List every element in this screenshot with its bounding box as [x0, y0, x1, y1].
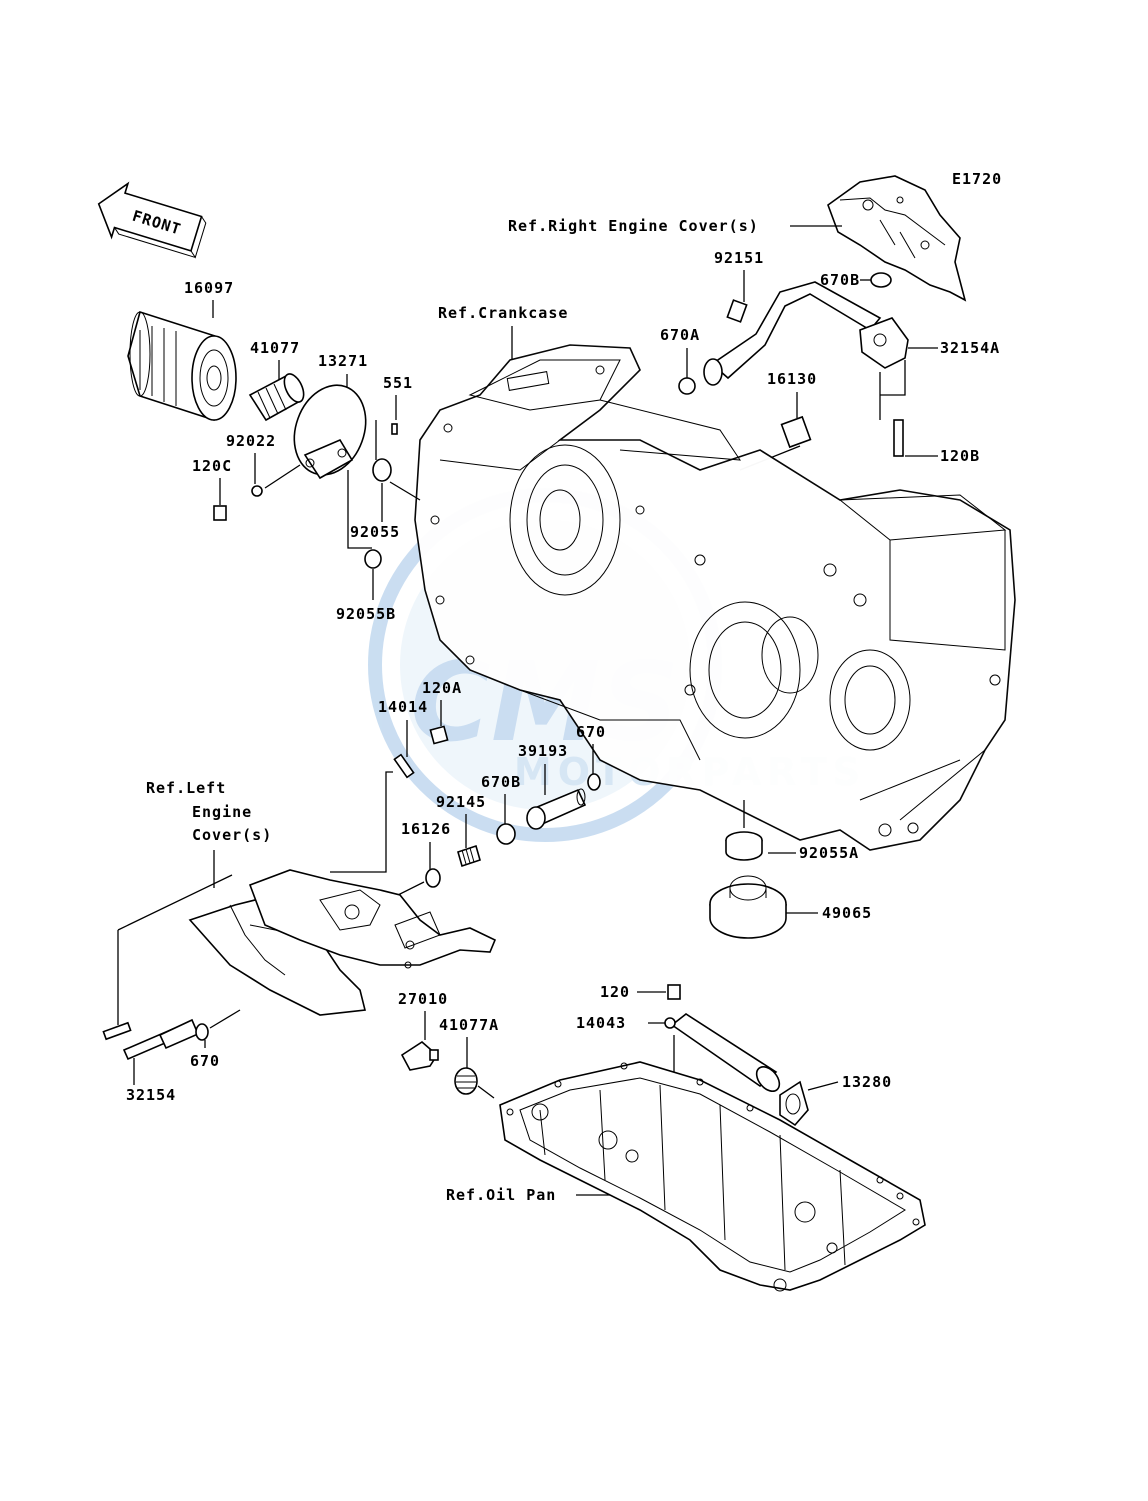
- label-670-mid: 670: [576, 723, 606, 741]
- label-670B-mid: 670B: [481, 773, 521, 791]
- pipe-41077: [248, 373, 305, 422]
- plate-13280: [779, 1080, 809, 1127]
- label-92055: 92055: [350, 523, 400, 541]
- strainer-49065: [709, 875, 787, 939]
- ref-oil-pan: Ref.Oil Pan: [446, 1186, 556, 1204]
- label-32154A: 32154A: [940, 339, 1000, 357]
- spring-92145: [457, 844, 481, 868]
- ref-left-cover-3: Cover(s): [192, 826, 272, 844]
- front-arrow-icon: FRONT: [97, 181, 207, 259]
- label-670A: 670A: [660, 326, 700, 344]
- label-49065: 49065: [822, 904, 872, 922]
- ref-left-cover-1: Ref.Left: [146, 779, 226, 797]
- ref-crankcase: Ref.Crankcase: [438, 304, 568, 322]
- pump-cover-13271: [293, 384, 367, 480]
- label-16130: 16130: [767, 370, 817, 388]
- label-120C: 120C: [192, 457, 232, 475]
- label-92022: 92022: [226, 432, 276, 450]
- label-41077: 41077: [250, 339, 300, 357]
- pipe-14043: [664, 1013, 781, 1092]
- label-551: 551: [383, 374, 413, 392]
- oil-pump-body: [248, 869, 497, 969]
- oil-pipe: [703, 281, 909, 386]
- label-39193: 39193: [518, 742, 568, 760]
- label-14014: 14014: [378, 698, 428, 716]
- right-engine-cover: [827, 175, 967, 302]
- ref-left-cover-2: Engine: [192, 803, 252, 821]
- label-16097: 16097: [184, 279, 234, 297]
- label-120: 120: [600, 983, 630, 1001]
- bolt-32154-upper: [102, 1021, 132, 1041]
- diagram-code: E1720: [952, 170, 1002, 188]
- label-14043: 14043: [576, 1014, 626, 1032]
- label-13271: 13271: [318, 352, 368, 370]
- label-120B: 120B: [940, 447, 980, 465]
- label-41077A: 41077A: [439, 1016, 499, 1034]
- label-13280: 13280: [842, 1073, 892, 1091]
- label-92055B: 92055B: [336, 605, 396, 623]
- label-670-low: 670: [190, 1052, 220, 1070]
- label-92151: 92151: [714, 249, 764, 267]
- label-32154: 32154: [126, 1086, 176, 1104]
- label-670B-top: 670B: [820, 271, 860, 289]
- relief-valve-39193: [526, 788, 587, 830]
- label-120A: 120A: [422, 679, 462, 697]
- oil-pan: [499, 1061, 926, 1292]
- oil-filter-16097: [127, 310, 237, 421]
- label-92145: 92145: [436, 793, 486, 811]
- label-16126: 16126: [401, 820, 451, 838]
- oil-pressure-switch-27010: [400, 1041, 439, 1071]
- label-92055A: 92055A: [799, 844, 859, 862]
- pipe-32154: [122, 1018, 200, 1061]
- pipe-41077A: [454, 1067, 478, 1095]
- ref-right-engine-cover: Ref.Right Engine Cover(s): [508, 217, 759, 235]
- seal-92055A: [725, 831, 763, 861]
- label-27010: 27010: [398, 990, 448, 1008]
- bolt-92151: [726, 299, 748, 323]
- crankcase: [414, 344, 1016, 851]
